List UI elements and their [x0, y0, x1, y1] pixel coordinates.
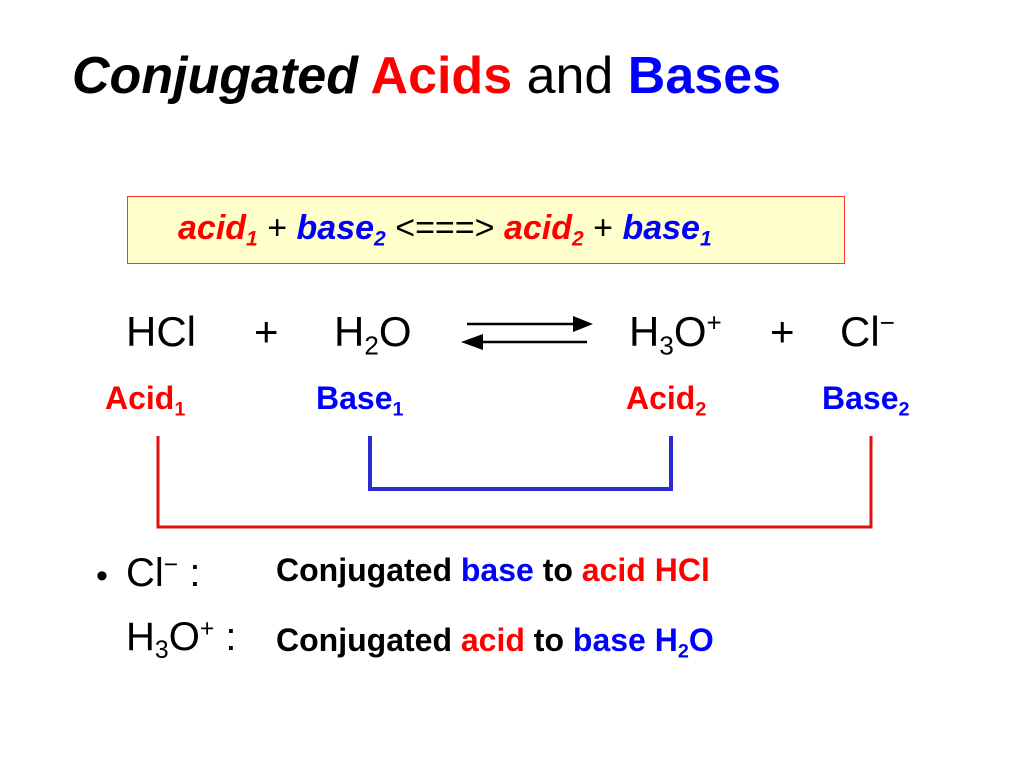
- title-word-conjugated: Conjugated: [72, 47, 358, 105]
- bracket-acid1-base2: [156, 436, 873, 529]
- label-acid1: Acid1: [105, 380, 186, 421]
- equilibrium-arrows-icon: [461, 316, 593, 350]
- pair-2-formula: H3O+ :: [126, 615, 237, 664]
- species-h3o-plus: H3O+: [629, 307, 722, 361]
- general-equation: acid1 + base2 <===> acid2 + base1: [178, 208, 712, 251]
- reaction-plus-1: +: [254, 308, 279, 355]
- species-cl-minus: Cl−: [840, 307, 895, 355]
- general-plus-1: +: [257, 209, 297, 247]
- title-word-acids: Acids: [370, 47, 513, 105]
- pair-2-description: Conjugated acid to base H2O: [276, 622, 714, 663]
- general-acid1: acid1: [178, 209, 258, 251]
- title-word-and: and: [526, 47, 614, 105]
- pair-1-description: Conjugated base to acid HCl: [276, 552, 710, 588]
- species-h2o: H2O: [334, 308, 412, 361]
- general-base2: base2: [296, 209, 386, 251]
- general-equation-box: [127, 196, 845, 264]
- bullet-icon: •: [96, 557, 108, 595]
- title-word-bases: Bases: [627, 47, 782, 105]
- reaction-plus-2: +: [770, 308, 795, 355]
- general-base1: base1: [622, 209, 712, 251]
- general-acid2: acid2: [503, 209, 584, 251]
- general-equilibrium-arrow: <===>: [385, 209, 504, 247]
- general-plus-2: +: [583, 209, 623, 247]
- species-hcl: HCl: [126, 308, 196, 355]
- bracket-base1-acid2: [368, 436, 673, 491]
- pair-1-formula: Cl− :: [126, 551, 201, 595]
- label-base1: Base1: [316, 380, 404, 421]
- label-base2: Base2: [822, 380, 910, 421]
- slide-title: Conjugated Acids and Bases: [72, 44, 781, 108]
- label-acid2: Acid2: [626, 380, 707, 421]
